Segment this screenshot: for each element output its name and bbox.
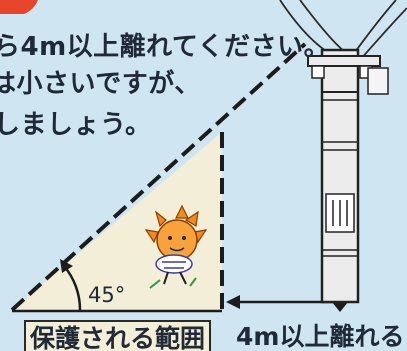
distance-arrowhead bbox=[226, 295, 240, 309]
instruction-line-2: は小さいですが、 bbox=[0, 69, 201, 99]
accent-tab bbox=[0, 0, 38, 14]
protected-area-label: 保護される範囲 bbox=[24, 320, 212, 351]
hypotenuse-dashed-line bbox=[10, 42, 307, 312]
angle-label: 45° bbox=[88, 283, 126, 307]
mascot-character bbox=[144, 204, 208, 289]
distance-label: 4m以上離れる bbox=[236, 322, 405, 351]
utility-pole bbox=[307, 48, 389, 304]
instruction-line-1: ら4m以上離れてください。 bbox=[0, 32, 331, 62]
instruction-line-3: しましょう。 bbox=[0, 110, 152, 140]
angle-arrowhead bbox=[60, 259, 73, 273]
